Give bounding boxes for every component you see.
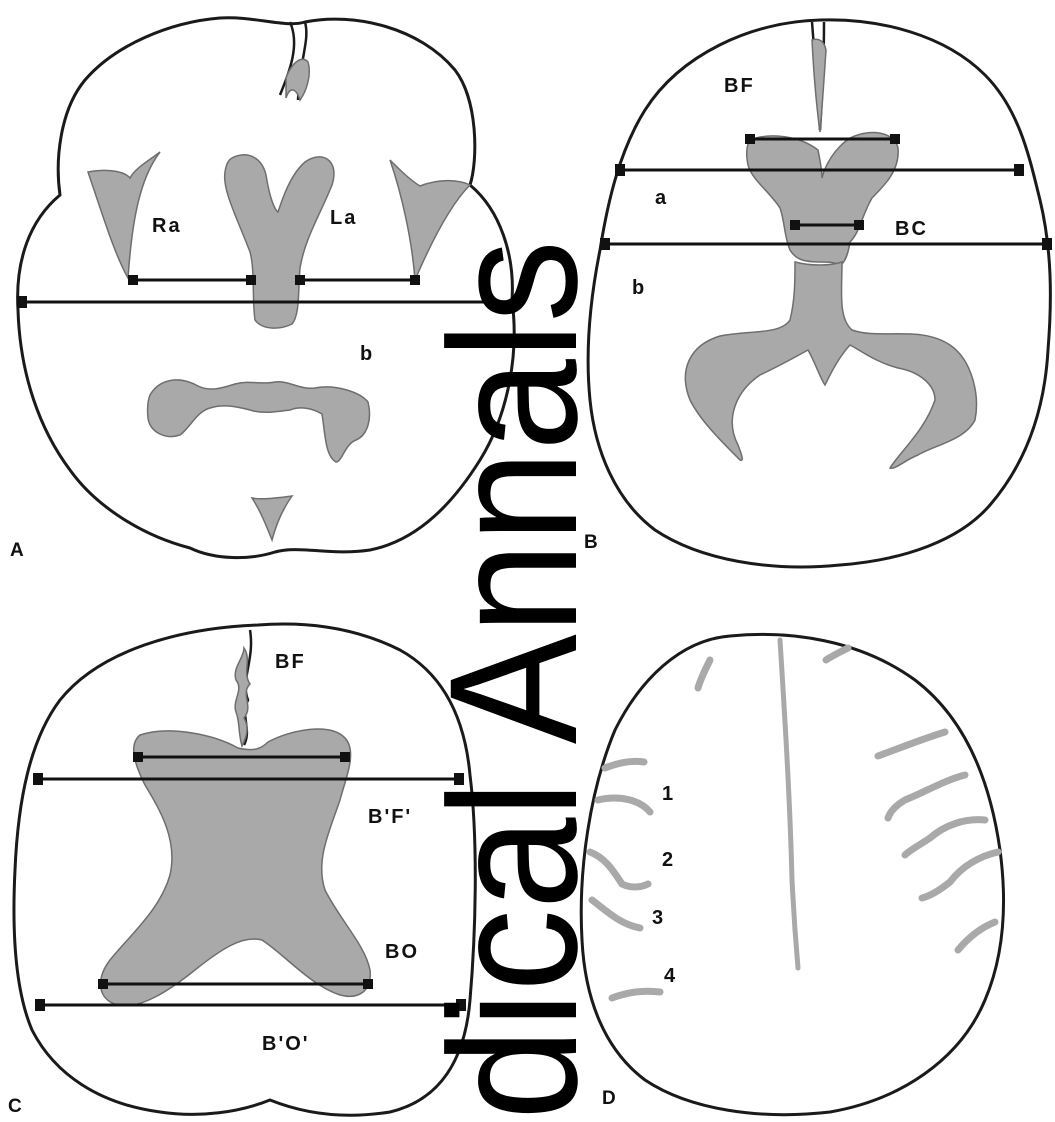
panel-c-bo-prime-label: B'O' [262, 1033, 310, 1055]
panel-c-letter: C [8, 1096, 22, 1117]
panel-a-ra-label: Ra [152, 215, 182, 237]
panel-d-number-4: 4 [664, 965, 677, 987]
panel-b-a-endcap-right [1014, 164, 1024, 176]
panel-b-a-endcap-left [615, 164, 625, 176]
panel-d-number-3: 3 [652, 907, 665, 929]
panel-c-bo-prime-endcap-left [35, 999, 45, 1011]
panel-b-bf-endcap-left [745, 134, 755, 144]
panel-a-ra-endcap-right [246, 275, 256, 285]
panel-d-number-1: 1 [662, 783, 675, 805]
panel-d: 1 2 3 4 D [581, 634, 1003, 1114]
panel-a-la-endcap-left [295, 275, 305, 285]
panel-c-bo-endcap-right [363, 979, 373, 989]
panel-a-letter: A [10, 540, 24, 561]
panel-c-bf-endcap-right [340, 752, 350, 762]
panel-b: BF a BC b B [584, 20, 1052, 567]
panel-a-b-endcap-left [17, 296, 27, 308]
panel-b-bf-endcap-right [890, 134, 900, 144]
panel-b-bc-endcap-right [854, 220, 864, 230]
panel-c-bf-prime-endcap-left [33, 773, 43, 785]
watermark-text: dical Annals [411, 240, 615, 1120]
panel-b-bc-label: BC [895, 218, 928, 240]
panel-a-b-label: b [360, 343, 374, 365]
panel-c-bf-label: BF [275, 651, 306, 673]
panel-b-bc-endcap-left [790, 220, 800, 230]
panel-a-la-label: La [330, 207, 357, 229]
panel-c-bo-endcap-left [98, 979, 108, 989]
panel-c: BF B'F' BO B'O' C [8, 624, 475, 1117]
panel-c-bf-endcap-left [133, 752, 143, 762]
panel-a-ra-endcap-left [128, 275, 138, 285]
panel-b-b-endcap-right [1042, 238, 1052, 250]
panel-c-bf-prime-label: B'F' [368, 806, 412, 828]
panel-d-number-2: 2 [662, 849, 675, 871]
panel-b-b-label: b [632, 277, 646, 299]
panel-b-bf-label: BF [724, 75, 755, 97]
panel-b-a-label: a [655, 187, 668, 209]
